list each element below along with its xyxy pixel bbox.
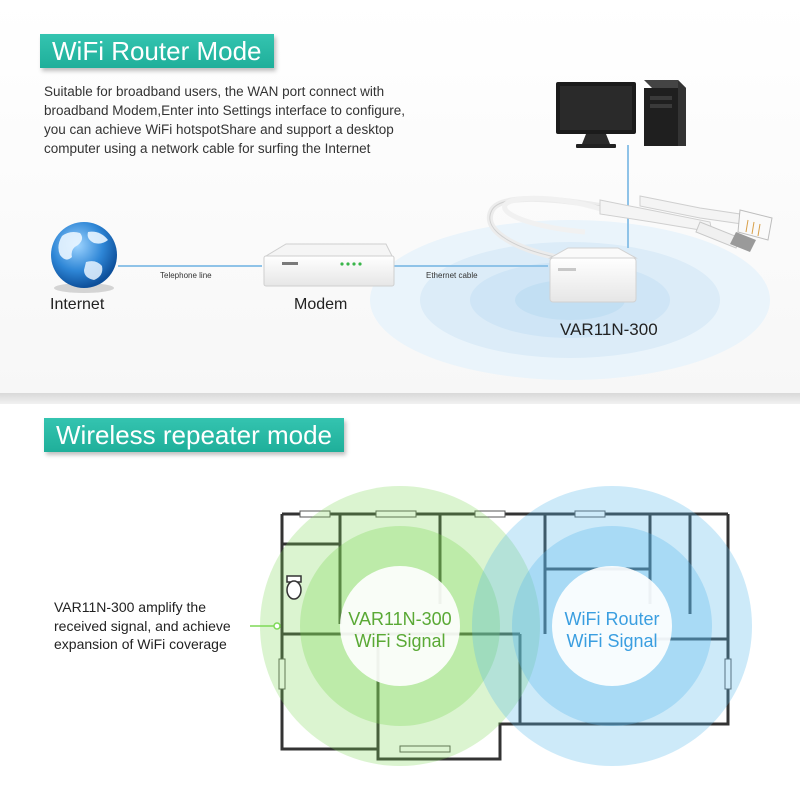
router-signal-zone [472, 486, 752, 766]
floor-plan-windows [278, 510, 732, 753]
telephone-line-label: Telephone line [160, 271, 212, 280]
device-label: VAR11N-300 [560, 320, 658, 339]
modem-icon [263, 243, 395, 287]
section-divider [0, 393, 800, 404]
ethernet-cable-label: Ethernet cable [426, 271, 478, 280]
description-line: broadband Modem,Enter into Settings inte… [44, 103, 405, 118]
description-line: you can achieve WiFi hotspotShare and su… [44, 122, 394, 137]
note-line: VAR11N-300 amplify the [54, 599, 206, 615]
description-line: computer using a network cable for surfi… [44, 141, 371, 156]
repeater-signal-line: VAR11N-300 [348, 609, 452, 629]
router-signal-label: WiFi Router WiFi Signal [542, 608, 682, 652]
router-mode-title: WiFi Router Mode [40, 34, 274, 68]
repeater-note: VAR11N-300 amplify the received signal, … [54, 598, 231, 654]
repeater-signal-zone [260, 486, 540, 766]
router-mode-description: Suitable for broadband users, the WAN po… [44, 82, 405, 158]
internet-label: Internet [50, 296, 105, 313]
note-line: expansion of WiFi coverage [54, 636, 227, 652]
router-mode-section: WiFi Router Mode Suitable for broadband … [0, 0, 800, 393]
repeater-mode-section: Wireless repeater mode VAR11N-300 amplif… [0, 404, 800, 800]
modem-label: Modem [294, 296, 348, 313]
description-line: Suitable for broadband users, the WAN po… [44, 84, 385, 99]
toilet-icon [286, 575, 302, 600]
var11n-300-device-icon [548, 247, 638, 303]
desktop-computer-icon [556, 80, 686, 148]
repeater-mode-title: Wireless repeater mode [44, 418, 344, 452]
note-pointer-dot [273, 622, 281, 630]
repeater-signal-label: VAR11N-300 WiFi Signal [330, 608, 470, 652]
repeater-signal-line: WiFi Signal [354, 631, 446, 651]
router-mode-illustration [51, 80, 773, 380]
cable-icon [486, 195, 773, 261]
router-signal-line: WiFi Router [564, 609, 660, 629]
repeater-mode-illustration [250, 486, 752, 766]
router-signal-line: WiFi Signal [566, 631, 658, 651]
note-line: received signal, and achieve [54, 617, 231, 634]
globe-icon [51, 222, 117, 293]
